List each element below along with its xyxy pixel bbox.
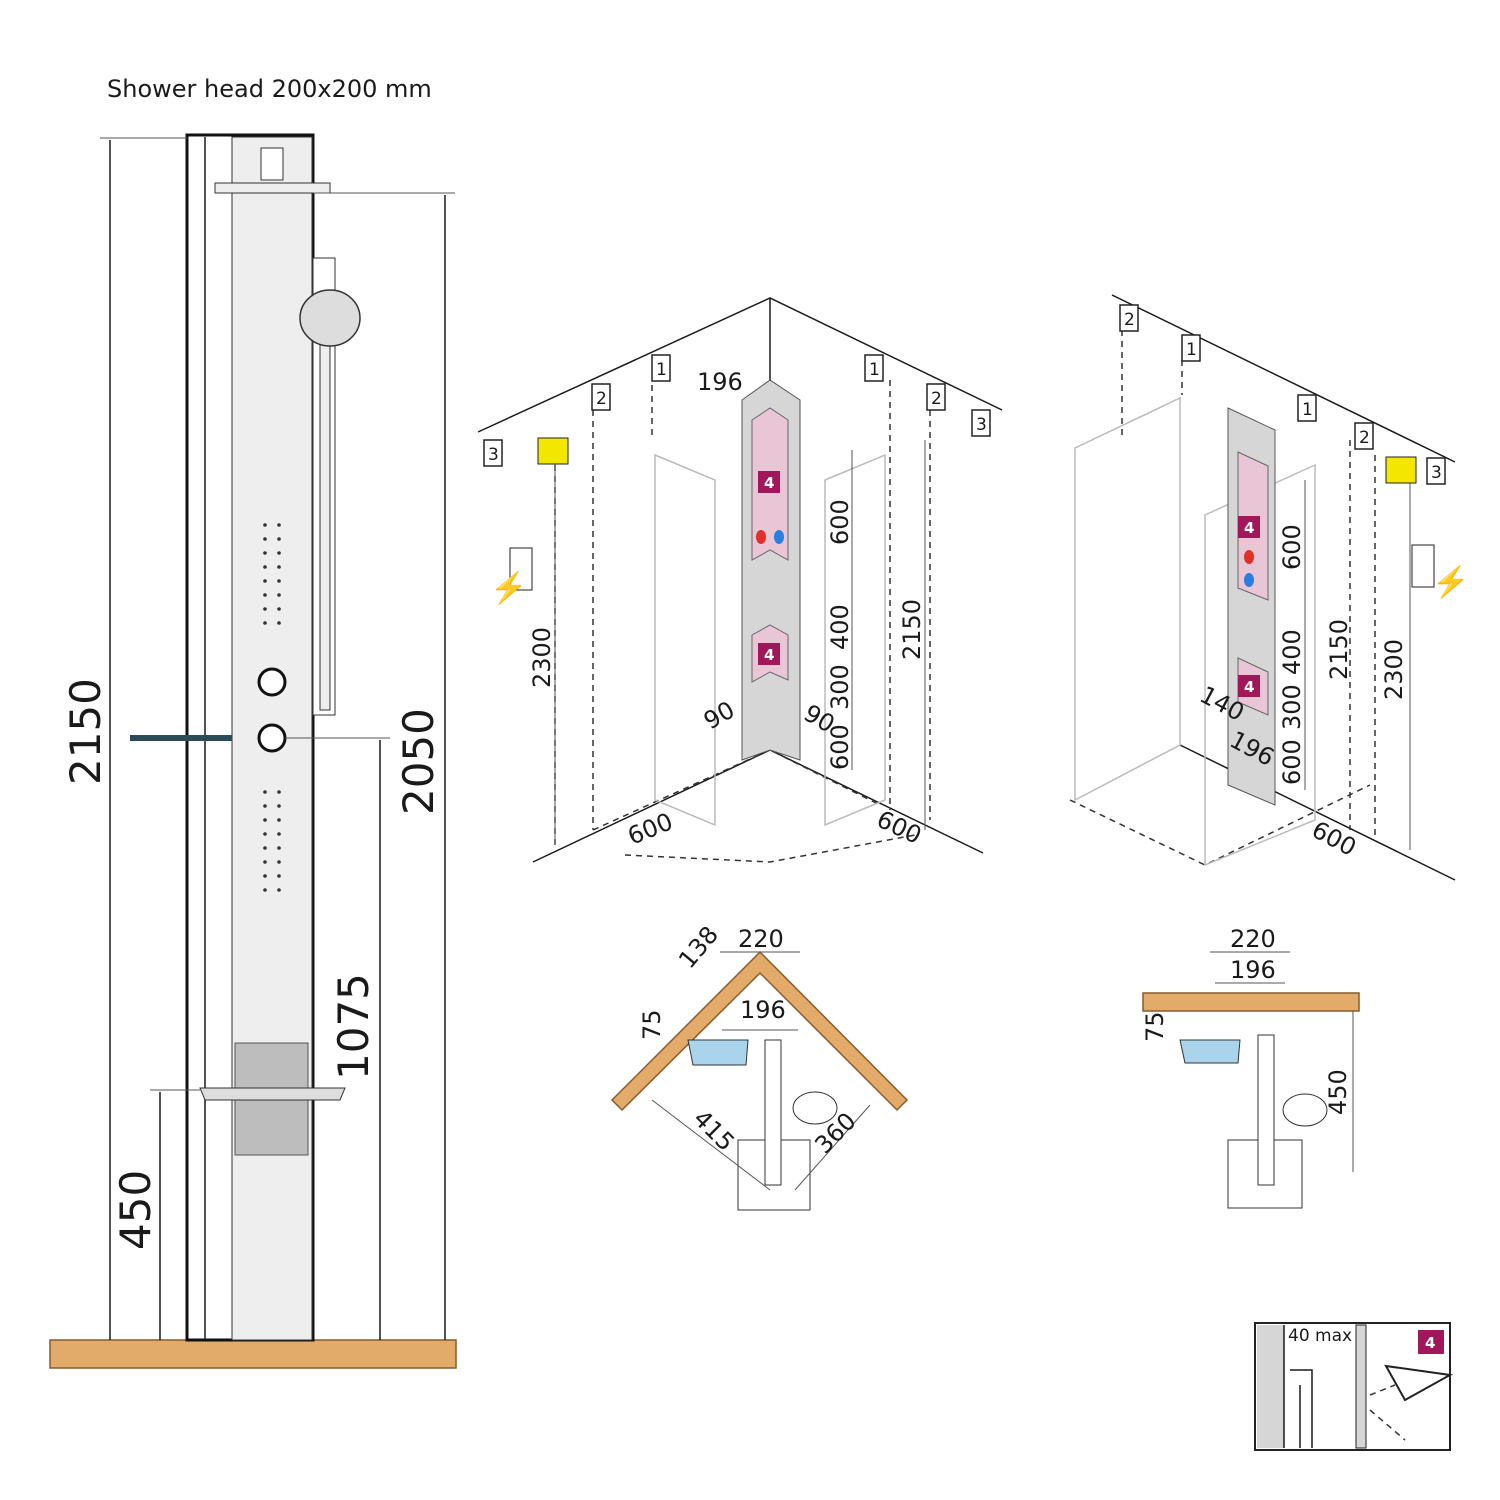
dimension-label: 4 — [1425, 1334, 1435, 1352]
hand-shower-icon — [299, 289, 361, 347]
switch-icon — [1411, 544, 1435, 588]
dim-inlet-height: 1075 — [329, 973, 378, 1080]
dimension-label: 4 — [764, 474, 774, 492]
dimension-label: 3 — [488, 445, 499, 465]
dimension-label: 300 — [826, 664, 854, 710]
cold-inlet-icon — [774, 530, 784, 544]
wall-tag: 3 — [971, 409, 991, 437]
hot-inlet-icon — [756, 530, 766, 544]
shelf-plan — [687, 1039, 749, 1066]
dimension-label: 600 — [872, 805, 925, 850]
dimension-label: 415 — [688, 1104, 740, 1156]
installation-detail-inset: 40 max 4 — [1254, 1322, 1454, 1451]
dimension-label: 75 — [1141, 1011, 1169, 1042]
wall-tag: 2 — [926, 383, 946, 411]
dimension-label: 600 — [624, 807, 677, 850]
wall-tag: 3 — [1426, 457, 1446, 485]
hand-shower-plan-icon — [792, 1091, 838, 1125]
dimension-label: 2 — [931, 389, 942, 409]
shelf-plan — [1179, 1039, 1241, 1064]
wall-tag: 1 — [864, 354, 884, 382]
shelf — [199, 1087, 346, 1101]
dimension-label: 2 — [596, 389, 607, 409]
corner-install-view: 4 4 3 2 1 1 2 3 ⚡ 196 600 400 300 600 2150 23… — [477, 297, 1003, 863]
shower-head-arm — [260, 147, 284, 181]
dimension-label: 600 — [1278, 524, 1306, 570]
dimension-label: 4 — [1244, 678, 1254, 696]
dimension-label: 2 — [1124, 310, 1135, 330]
dimension-label: 196 — [740, 996, 786, 1024]
dimension-label: 3 — [1431, 463, 1442, 483]
corner-plan-view: 138 220 196 75 415 360 — [610, 921, 909, 1211]
dimension-label: 75 — [638, 1009, 666, 1040]
electric-connection-icon — [1385, 456, 1417, 484]
dimension-label: 600 — [1307, 816, 1361, 862]
badge-4-upper — [758, 471, 780, 493]
wall-tag: 1 — [1297, 394, 1317, 422]
wall-tag: 2 — [1119, 304, 1139, 332]
wall-plan-view: 220 196 75 450 — [1141, 925, 1360, 1209]
switch-icon — [509, 547, 533, 591]
dim-seat-height: 450 — [111, 1170, 160, 1250]
dimension-label: 2150 — [898, 599, 926, 660]
front-view: 2150 2050 1075 450 — [49, 133, 457, 1369]
dimension-label: 3 — [976, 415, 987, 435]
dimension-label: 2300 — [528, 627, 556, 688]
lightning-icon: ⚡ — [490, 570, 527, 606]
diagram-title: Shower head 200x200 mm — [107, 75, 432, 103]
wall-tag: 3 — [483, 439, 503, 467]
dimension-label: 600 — [1278, 739, 1306, 785]
dimension-label: 2150 — [1325, 619, 1353, 680]
eye-icon — [1384, 1364, 1454, 1402]
mixer-knob-icon — [257, 667, 287, 697]
dimension-label: 2300 — [1380, 639, 1408, 700]
dimension-label: 138 — [673, 921, 724, 974]
wall-tag: 1 — [1181, 334, 1201, 362]
body-jets-upper-icon — [263, 523, 281, 625]
dimension-label: 1 — [869, 360, 880, 380]
dimension-label: 2 — [1359, 428, 1370, 448]
diverter-knob-icon — [257, 723, 287, 753]
hot-inlet-icon — [1244, 550, 1254, 564]
badge-4-lower — [758, 643, 780, 665]
dimension-label: 1 — [1302, 400, 1313, 420]
dimension-label: 4 — [1244, 519, 1254, 537]
dimension-label: 220 — [738, 925, 784, 953]
dim-196: 196 — [697, 368, 743, 396]
dimension-label: 600 — [826, 724, 854, 770]
dim-shower-head-height: 2050 — [394, 708, 443, 815]
dimension-label: 450 — [1324, 1069, 1352, 1115]
dim-total-height: 2150 — [61, 678, 110, 785]
wall-tag: 2 — [591, 383, 611, 411]
dimension-label: 400 — [1278, 629, 1306, 675]
cold-inlet-icon — [1244, 573, 1254, 587]
electric-connection-icon — [537, 437, 569, 465]
wall-tag: 1 — [651, 354, 671, 382]
water-inlet-pipe — [130, 735, 232, 741]
lightning-icon: ⚡ — [1432, 564, 1469, 600]
dimension-label: 1 — [656, 360, 667, 380]
dimension-label: 400 — [826, 604, 854, 650]
dimension-label: 196 — [1230, 956, 1276, 984]
max-distance-label: 40 max — [1288, 1326, 1352, 1346]
body-jets-lower-icon — [263, 790, 281, 892]
floor — [49, 1339, 457, 1369]
dimension-label: 90 — [699, 696, 739, 736]
dimension-label: 4 — [764, 646, 774, 664]
dimension-label: 300 — [1278, 684, 1306, 730]
dimension-label: 1 — [1186, 340, 1197, 360]
hand-shower-plan-icon — [1282, 1093, 1328, 1127]
wall-tag: 2 — [1354, 422, 1374, 450]
dimension-label: 600 — [826, 499, 854, 545]
shower-head — [214, 182, 331, 194]
dimension-label: 220 — [1230, 925, 1276, 953]
